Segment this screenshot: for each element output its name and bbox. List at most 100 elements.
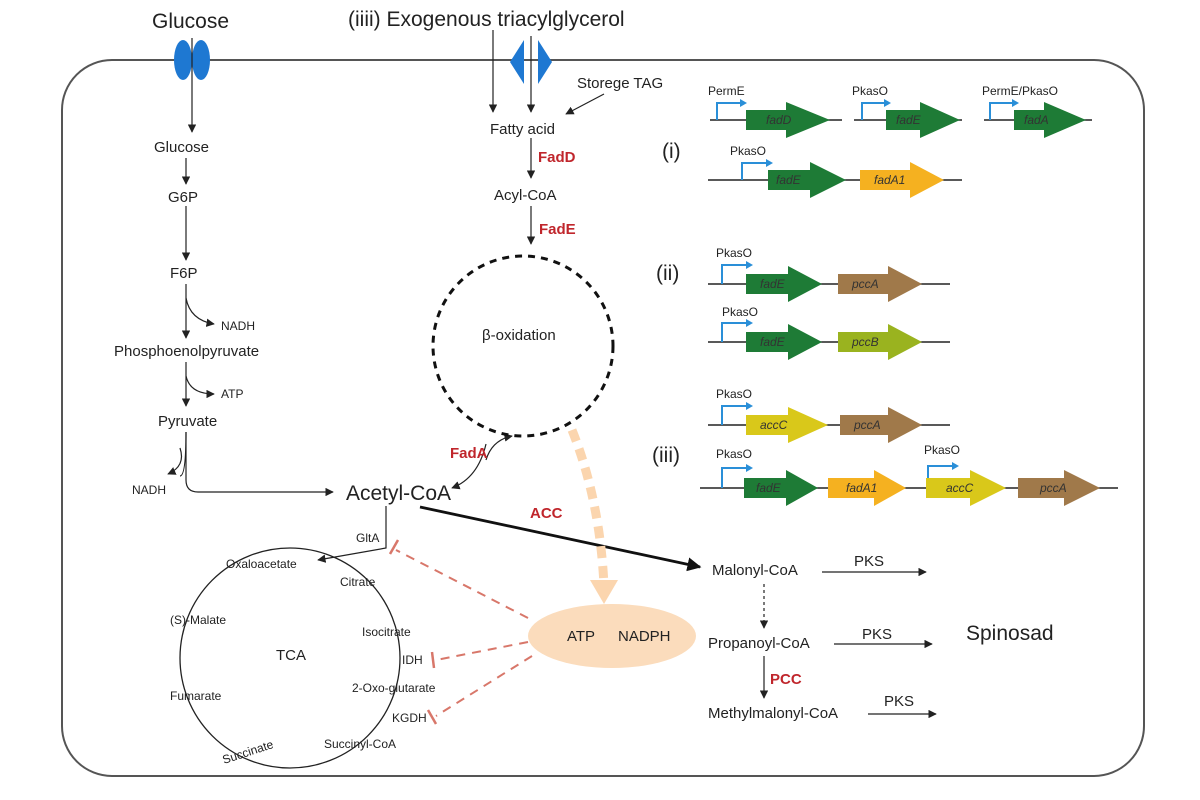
promoter-label: PkasO — [924, 443, 960, 457]
fatty-acid-arrows — [451, 30, 605, 490]
gene-arrow — [746, 266, 822, 302]
oxaloacetate-label: Oxaloacetate — [226, 557, 297, 571]
acyl-coa-label: Acyl-CoA — [494, 187, 557, 204]
beta-oxidation-label: β-oxidation — [482, 327, 556, 344]
glucose-external-label: Glucose — [152, 10, 229, 33]
inhibition-lines — [395, 549, 533, 717]
promoter-label: PermE/PkasO — [982, 84, 1058, 98]
acc-enzyme-label: ACC — [530, 505, 563, 522]
nadh-label-2: NADH — [132, 483, 166, 497]
fade-enzyme-label: FadE — [539, 221, 576, 238]
group-i-label: (i) — [662, 140, 681, 163]
gene-arrow — [840, 407, 922, 443]
cell-membrane — [61, 59, 1145, 777]
gene-label: pccB — [851, 335, 879, 349]
citrate-label: Citrate — [340, 575, 376, 589]
acc-arrow — [419, 505, 702, 572]
cofactor-pool — [528, 604, 696, 668]
fatty-acid-label: Fatty acid — [490, 121, 555, 138]
gene-label: pccA — [851, 277, 879, 291]
idh-label: IDH — [402, 653, 423, 667]
gene-label: accC — [760, 418, 788, 432]
nadph-cofactor-label: NADPH — [618, 628, 671, 645]
construct-6: PkasO fadE pccB — [708, 305, 950, 360]
fumarate-label: Fumarate — [170, 689, 222, 703]
isocitrate-label: Isocitrate — [362, 625, 411, 639]
promoter-label: PkasO — [716, 447, 752, 461]
gene-arrow — [746, 407, 828, 443]
gene-label: fadE — [760, 335, 786, 349]
gene-arrow — [768, 162, 846, 198]
gene-arrow — [746, 324, 822, 360]
pks-label-1: PKS — [854, 553, 884, 570]
kgdh-label: KGDH — [392, 711, 427, 725]
pyruvate-label: Pyruvate — [158, 413, 217, 430]
pks-label-2: PKS — [862, 626, 892, 643]
gene-label: fadE — [760, 277, 786, 291]
gene-arrow — [828, 470, 906, 506]
atp-cofactor-label: ATP — [567, 628, 595, 645]
construct-8: PkasO PkasO fadE fadA1 accC pccA — [700, 443, 1118, 506]
promoter-label: PkasO — [716, 246, 752, 260]
gene-arrow — [746, 102, 830, 138]
malate-label: (S)-Malate — [170, 613, 226, 627]
gene-label: fadE — [896, 113, 922, 127]
fada-enzyme-label: FadA — [450, 445, 488, 462]
gene-label: fadD — [766, 113, 792, 127]
construct-3: PermE/PkasO fadA — [982, 84, 1092, 138]
exogenous-tag-label: (iiii) Exogenous triacylglycerol — [348, 8, 625, 31]
storage-tag-label: Storege TAG — [577, 75, 663, 92]
methylmalonyl-coa-label: Methylmalonyl-CoA — [708, 705, 838, 722]
propanoyl-coa-label: Propanoyl-CoA — [708, 635, 810, 652]
gene-arrow — [1018, 470, 1100, 506]
gene-label: pccA — [1039, 481, 1067, 495]
construct-1: PermE fadD — [708, 84, 842, 138]
oxoglutarate-label: 2-Oxo-glutarate — [352, 681, 436, 695]
gene-arrow — [926, 470, 1006, 506]
acetyl-coa-label: Acetyl-CoA — [346, 482, 451, 505]
glucose-label: Glucose — [154, 139, 209, 156]
gene-arrow — [860, 162, 944, 198]
construct-4: PkasO fadE fadA1 — [708, 144, 962, 198]
gene-arrow — [886, 102, 960, 138]
beta-oxidation-cycle — [431, 254, 615, 438]
gene-arrow — [1014, 102, 1086, 138]
inhibition-bars — [388, 539, 438, 725]
gene-label: fadE — [756, 481, 782, 495]
tca-cycle — [179, 547, 401, 769]
pep-label: Phosphoenolpyruvate — [114, 343, 259, 360]
glycolysis-arrows — [167, 38, 334, 497]
succinyl-coa-label: Succinyl-CoA — [324, 737, 396, 751]
gene-arrow — [838, 324, 922, 360]
succinate-label: Succinate — [221, 737, 276, 767]
gene-label: fadA1 — [874, 173, 905, 187]
cofactor-flux-arrow — [567, 428, 609, 587]
atp-label-glycolysis: ATP — [221, 387, 243, 401]
gene-arrow — [744, 470, 818, 506]
pks-arrows — [759, 567, 937, 719]
promoter-label: PkasO — [730, 144, 766, 158]
tag-transporter-icon — [510, 40, 552, 84]
gene-label: fadA1 — [846, 481, 877, 495]
gene-label: pccA — [853, 418, 881, 432]
malonyl-coa-label: Malonyl-CoA — [712, 562, 798, 579]
tca-label: TCA — [276, 647, 306, 664]
construct-5: PkasO fadE pccA — [708, 246, 950, 302]
glta-label: GltA — [356, 531, 379, 545]
gene-label: fadA — [1024, 113, 1049, 127]
group-ii-label: (ii) — [656, 262, 679, 285]
promoter-label: PkasO — [716, 387, 752, 401]
spinosad-label: Spinosad — [966, 622, 1054, 645]
pks-label-3: PKS — [884, 693, 914, 710]
promoter-label: PkasO — [722, 305, 758, 319]
glta-arrow — [317, 506, 387, 563]
fadd-enzyme-label: FadD — [538, 149, 576, 166]
nadh-label-1: NADH — [221, 319, 255, 333]
pcc-enzyme-label: PCC — [770, 671, 802, 688]
gene-arrow — [838, 266, 922, 302]
glucose-transporter-icon — [174, 40, 210, 80]
construct-7: PkasO accC pccA — [708, 387, 950, 443]
promoter-label: PkasO — [852, 84, 888, 98]
gene-label: accC — [946, 481, 974, 495]
